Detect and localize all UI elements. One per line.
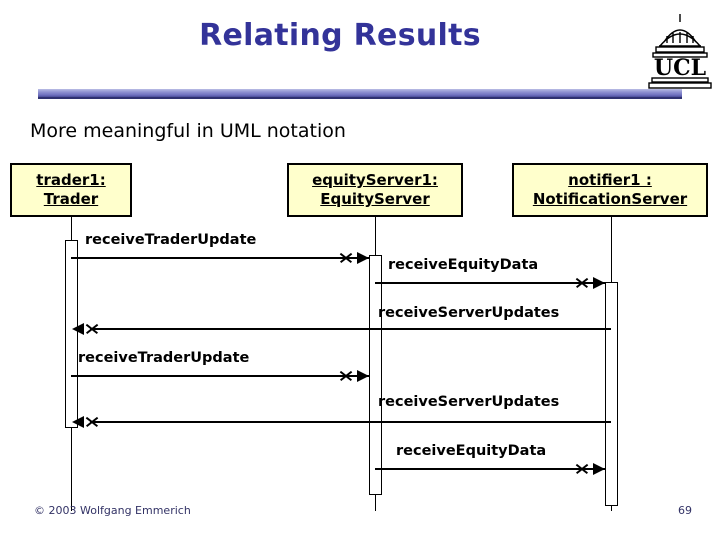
activation-bar-equityserver (369, 255, 382, 495)
message-line-3 (90, 328, 611, 330)
message-cross-icon-5 (85, 415, 99, 429)
lifeline-header-trader-line2: Trader (43, 190, 99, 208)
message-label-1: receiveTraderUpdate (85, 232, 257, 248)
message-cross-icon-1 (339, 251, 353, 265)
message-label-6: receiveEquityData (396, 443, 547, 459)
footer-copyright: © 2003 Wolfgang Emmerich (34, 504, 191, 517)
ucl-logo-text: UCL (654, 55, 706, 81)
ucl-logo-icon: UCL (646, 12, 714, 90)
message-line-2 (375, 282, 605, 284)
message-arrowhead-2 (593, 277, 605, 289)
message-arrowhead-5 (72, 416, 84, 428)
message-line-5 (90, 421, 611, 423)
subtitle-text: More meaningful in UML notation (30, 120, 346, 142)
activation-bar-notifier (605, 282, 618, 506)
message-cross-icon-2 (575, 276, 589, 290)
footer-page-number: 69 (678, 504, 692, 517)
lifeline-header-notifier-line2: NotificationServer (532, 190, 688, 208)
message-line-4 (71, 375, 369, 377)
lifeline-header-notifier-line1: notifier1 : (568, 171, 652, 190)
lifeline-header-equityserver-line2: EquityServer (320, 190, 430, 208)
message-line-1 (71, 257, 369, 259)
message-cross-icon-4 (339, 369, 353, 383)
message-arrowhead-1 (357, 252, 369, 264)
message-line-6 (375, 468, 605, 470)
page-title: Relating Results (199, 18, 481, 53)
message-label-4: receiveTraderUpdate (78, 350, 250, 366)
lifeline-header-notifier[interactable]: notifier1 : NotificationServer (512, 163, 708, 217)
message-arrowhead-6 (593, 463, 605, 475)
message-label-2: receiveEquityData (388, 257, 539, 273)
message-arrowhead-3 (72, 323, 84, 335)
message-cross-icon-3 (85, 322, 99, 336)
lifeline-header-equityserver-line1: equityServer1: (312, 171, 438, 190)
message-arrowhead-4 (357, 370, 369, 382)
title-divider-bar (38, 89, 682, 99)
lifeline-header-equityserver[interactable]: equityServer1: EquityServer (287, 163, 463, 217)
message-label-5: receiveServerUpdates (378, 394, 560, 410)
lifeline-header-trader-line1: trader1: (36, 171, 106, 190)
message-cross-icon-6 (575, 462, 589, 476)
lifeline-header-trader[interactable]: trader1: Trader (10, 163, 132, 217)
message-label-3: receiveServerUpdates (378, 305, 560, 321)
